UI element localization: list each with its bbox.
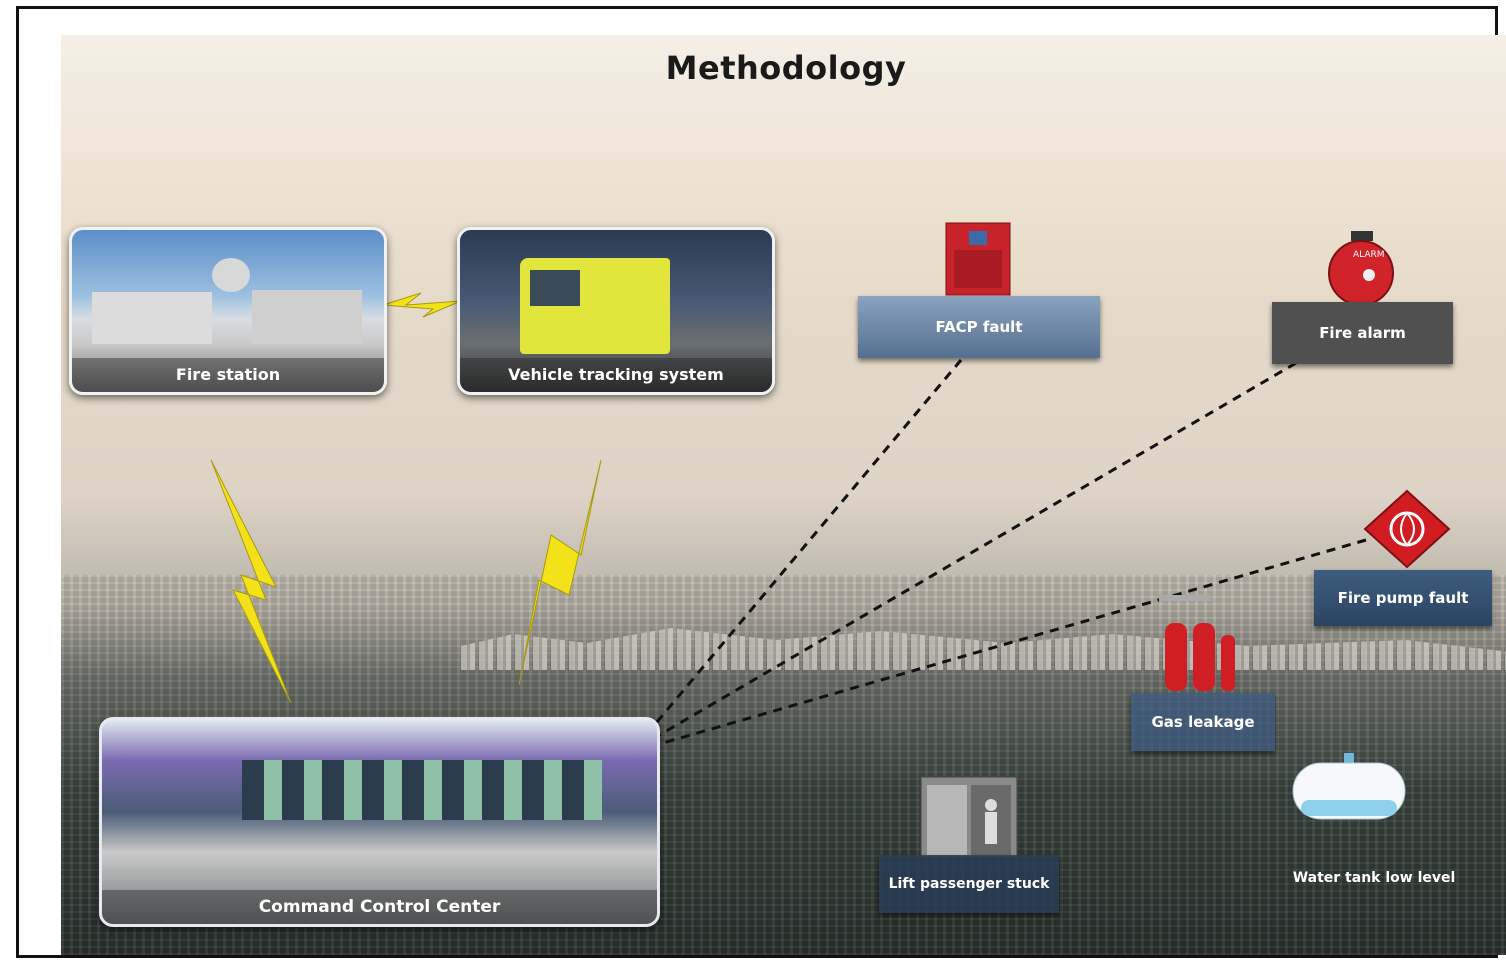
fire-pump-fault-label: Fire pump fault — [1314, 570, 1492, 626]
station-garage — [252, 290, 362, 344]
facp-fault-label: FACP fault — [858, 296, 1100, 358]
lift-passenger-label: Lift passenger stuck — [879, 855, 1059, 913]
connector-facp — [644, 359, 963, 736]
command-center-label: Command Control Center — [102, 890, 657, 924]
truck-window — [530, 270, 580, 306]
extinguisher-icon — [1159, 595, 1235, 691]
station-tower — [212, 258, 250, 292]
lightning-icon — [382, 292, 462, 318]
lightning-icon — [210, 459, 292, 704]
alarm-bell-text: ALARM — [1353, 250, 1385, 260]
vehicle-tracking-label: Vehicle tracking system — [460, 358, 772, 392]
gas-leakage-label: Gas leakage — [1131, 693, 1275, 751]
dashed-connectors — [644, 359, 1367, 747]
water-tank-label: Water tank low level — [1292, 870, 1456, 886]
elevator-icon — [920, 776, 1018, 858]
water-tank-icon — [1292, 753, 1406, 820]
station-building — [92, 292, 212, 344]
fire-station-label: Fire station — [72, 358, 384, 392]
connector-fire-alarm — [650, 361, 1297, 742]
fire-station-photo: Fire station — [69, 227, 387, 395]
slide-canvas: Methodology — [61, 35, 1506, 955]
fire-pump-icon — [1363, 489, 1451, 569]
fire-alarm-label: Fire alarm — [1272, 302, 1453, 364]
vehicle-tracking-photo: Vehicle tracking system — [457, 227, 775, 395]
connector-fire-pump — [655, 538, 1367, 747]
command-center-photo: Command Control Center — [99, 717, 660, 927]
monitor-row — [242, 760, 602, 820]
alarm-bell-icon: ALARM — [1328, 231, 1394, 306]
connectors-layer: ALARM — [210, 222, 1451, 858]
facp-panel-icon — [945, 222, 1011, 296]
lightning-icon — [518, 459, 602, 686]
slide-title: Methodology — [665, 49, 907, 87]
slide-frame: Methodology — [16, 6, 1506, 958]
